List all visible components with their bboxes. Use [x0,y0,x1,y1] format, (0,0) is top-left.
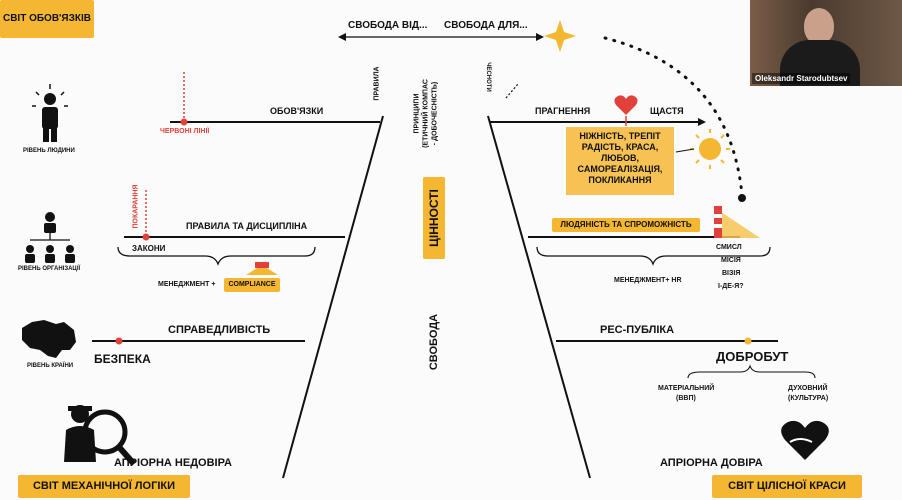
left-brace-org [117,246,316,266]
rules-vertical-label: ПРАВИЛА [373,66,381,101]
speaker-body [780,40,860,86]
i-idea-label: І-ДЕ-Я? [718,283,744,290]
wellbeing-brace [687,364,816,379]
light-beam [718,210,760,238]
world-mechanical-logic-label: СВІТ МЕХАНІЧНОЇ ЛОГІКИ [18,475,190,498]
lighthouse-icon [714,206,722,238]
magnifier-person-icon [64,405,137,466]
freedom-vertical-label: СВОБОДА [428,313,440,371]
world-obligations-label: СВІТ ОБОВ'ЯЗКІВ [0,0,94,38]
star-icon [544,20,576,52]
republic-label: РЕС-ПУБЛІКА [600,324,675,336]
a-priori-distrust-label: АПРІОРНА НЕДОВІРА [114,457,232,469]
arrow-head-left [338,33,346,41]
world-holistic-beauty-label: СВІТ ЦІЛІСНОЇ КРАСИ [712,475,862,498]
obligations-label: ОБОВ'ЯЗКИ [270,106,324,116]
red-dot-3 [115,337,123,345]
management-label: МЕНЕДЖМЕНТ + [158,281,216,288]
heart-hand-icon [781,420,829,460]
meaning-label: СМИСЛ [716,244,742,251]
happiness-label: ЩАСТЯ [650,106,684,116]
organization-icon [25,212,75,263]
yellow-dot [744,337,752,345]
small-arrow [505,83,519,99]
principles-line-1: ПРИНЦИПИ [413,93,421,134]
values-vertical-label: ЦІННОСТІ [427,189,441,247]
values-list-item: НІЖНІСТЬ, ТРЕПІТ [579,131,661,141]
red-lines-label: ЧЕРВОНІ ЛІНІЇ [160,128,210,135]
principles-vertical-label: ПРИНЦИПИ (ЕТИЧНИЙ КОМПАС - ДОБОЧЕСНІСТЬ) [413,74,440,154]
arrow-head-right [536,33,544,41]
sun-pointer [675,148,695,153]
aspiration-arrow [698,118,706,126]
justice-label: СПРАВЕДЛИВІСТЬ [168,324,271,336]
level-country-label: РІВЕНЬ КРАЇНИ [27,363,74,369]
sun-icon [699,138,721,160]
right-brace-org [536,246,771,266]
heart-icon [614,95,638,115]
culture-label: (КУЛЬТУРА) [788,395,829,402]
level-organization-label: РІВЕНЬ ОРГАНІЗАЦІЇ [18,266,81,272]
compliance-label: COMPLIANCE [224,278,280,292]
freedom-from-label: СВОБОДА ВІД... [348,20,428,31]
aspiration-label: ПРАГНЕННЯ [535,106,591,116]
material-label: МАТЕРІАЛЬНИЙ [658,385,715,392]
mission-label: МІСІЯ [721,257,741,264]
values-list-item: ЛЮБОВ, [600,153,640,163]
arc-end-dot [738,194,746,202]
vision-label: ВІЗІЯ [722,270,741,277]
virtues-vertical-label: ЧЕСНОТИ [485,62,491,92]
principles-line-3: - ДОБОЧЕСНІСТЬ) [431,81,439,146]
values-list-item: САМОРЕАЛІЗАЦІЯ, [577,164,663,174]
spiritual-label: ДУХОВНИЙ [788,385,828,392]
ukraine-map-icon [22,320,76,358]
rules-discipline-label: ПРАВИЛА ТА ДИСЦИПЛІНА [186,221,308,231]
values-list-box: НІЖНІСТЬ, ТРЕПІТ РАДІСТЬ, КРАСА, ЛЮБОВ, … [566,127,674,195]
laws-label: ЗАКОНИ [132,244,166,253]
webcam-feed: Oleksandr Starodubtsev [750,0,902,86]
funnel-left-line [282,115,384,479]
humanity-capability-label: ЛЮДЯНІСТЬ ТА СПРОМОЖНІСТЬ [552,218,700,232]
gdp-label: (ВВП) [676,395,696,402]
management-hr-label: МЕНЕДЖМЕНТ+ HR [614,277,682,284]
values-list-item: ПОКЛИКАННЯ [588,175,652,185]
red-dot-2 [142,233,150,241]
punishment-label: ПОКАРАННЯ [132,184,140,229]
speaker-head [804,8,834,44]
principles-line-2: (ЕТИЧНИЙ КОМПАС [422,79,430,148]
funnel-right-line [487,115,591,479]
freedom-for-label: СВОБОДА ДЛЯ... [444,20,528,31]
person-icon [32,84,68,142]
participant-name: Oleksandr Starodubtsev [752,73,851,84]
compliance-cone [246,265,278,275]
red-dot-1 [180,118,188,126]
security-label: БЕЗПЕКА [94,352,151,366]
sun-rays [690,129,730,169]
values-box [423,177,445,259]
level-human-label: РІВЕНЬ ЛЮДИНИ [23,148,75,154]
a-priori-trust-label: АПРІОРНА ДОВІРА [660,457,763,469]
wellbeing-label: ДОБРОБУТ [716,349,789,364]
values-list-item: РАДІСТЬ, КРАСА, [581,142,659,152]
